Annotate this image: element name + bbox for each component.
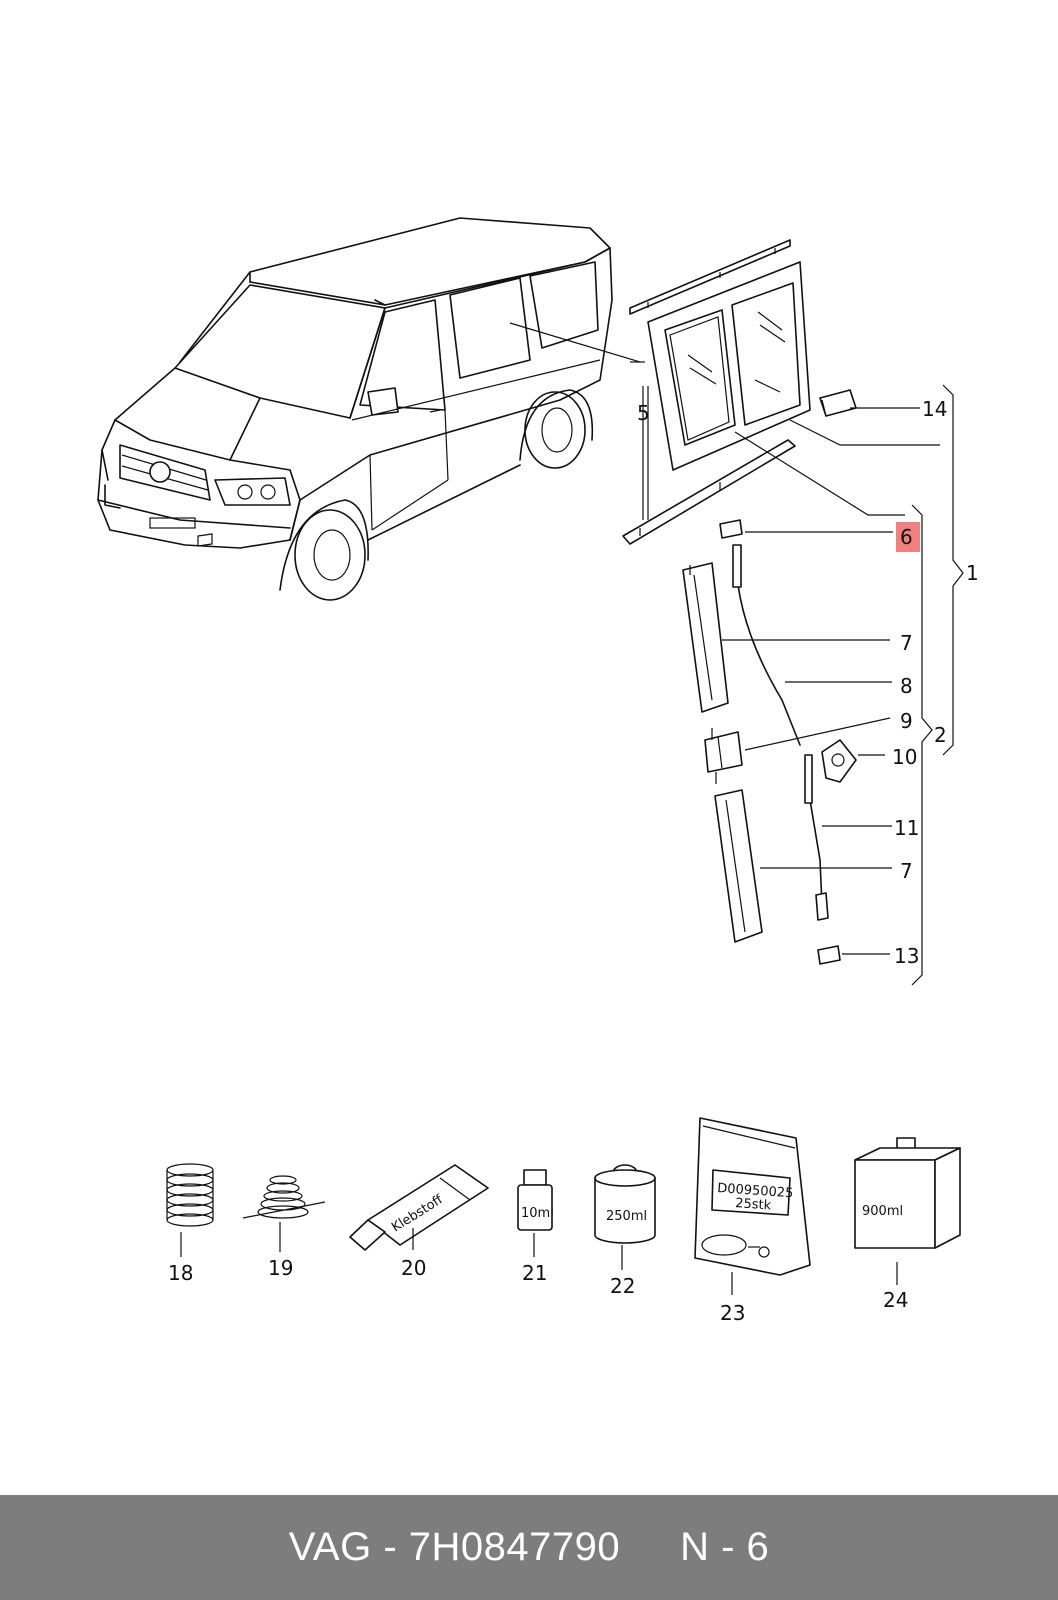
parts-diagram: Klebstoff 10ml 250ml D00950025 25stk: [97, 217, 979, 1325]
callout-11: 11: [894, 816, 919, 840]
accessories: Klebstoff 10ml 250ml D00950025 25stk: [166, 1117, 961, 1295]
callout-6-highlight: [896, 522, 920, 552]
bag-count-label: 25stk: [735, 1196, 772, 1214]
callout-6: 6: [900, 525, 913, 549]
callout-5: 5: [637, 401, 650, 425]
adhesive-tube: Klebstoff: [349, 1164, 489, 1251]
callout-20: 20: [401, 1256, 426, 1280]
callout-19: 19: [268, 1256, 293, 1280]
footer-part-number: VAG - 7H0847790: [288, 1525, 621, 1569]
callout-18: 18: [168, 1261, 193, 1285]
callout-numbers: 5 14 1 6 7 8 9 2 10 11 7 13 18 19 20 21 …: [168, 397, 979, 1325]
callout-23: 23: [720, 1301, 745, 1325]
callout-24: 24: [883, 1288, 908, 1312]
small-bottle: 10ml: [517, 1169, 554, 1257]
callout-22: 22: [610, 1274, 635, 1298]
parts-bag: D00950025 25stk: [694, 1117, 811, 1295]
runner-parts: [682, 519, 857, 965]
can-label: 250ml: [606, 1209, 647, 1224]
bottle-small-label: 10ml: [521, 1206, 554, 1221]
box-label: 900ml: [862, 1204, 903, 1219]
callout-7a: 7: [900, 631, 913, 655]
callout-7b: 7: [900, 859, 913, 883]
callout-8: 8: [900, 674, 913, 698]
callout-9: 9: [900, 709, 913, 733]
box: 900ml: [854, 1137, 961, 1285]
window-assembly: [622, 239, 857, 545]
van-illustration: [97, 217, 641, 601]
callout-10: 10: [892, 745, 917, 769]
footer-bar: VAG - 7H0847790 N - 6: [0, 1495, 1058, 1600]
can: 250ml: [594, 1164, 656, 1270]
leader-lines: [630, 361, 964, 986]
callout-14: 14: [922, 397, 947, 421]
callout-2: 2: [934, 723, 947, 747]
seal-coil: [166, 1163, 214, 1257]
callout-21: 21: [522, 1261, 547, 1285]
footer-reference: N - 6: [680, 1525, 770, 1569]
callout-1: 1: [966, 561, 979, 585]
seal-cone: [242, 1175, 326, 1252]
callout-13: 13: [894, 944, 919, 968]
bag-code-label: D00950025: [717, 1181, 794, 1201]
